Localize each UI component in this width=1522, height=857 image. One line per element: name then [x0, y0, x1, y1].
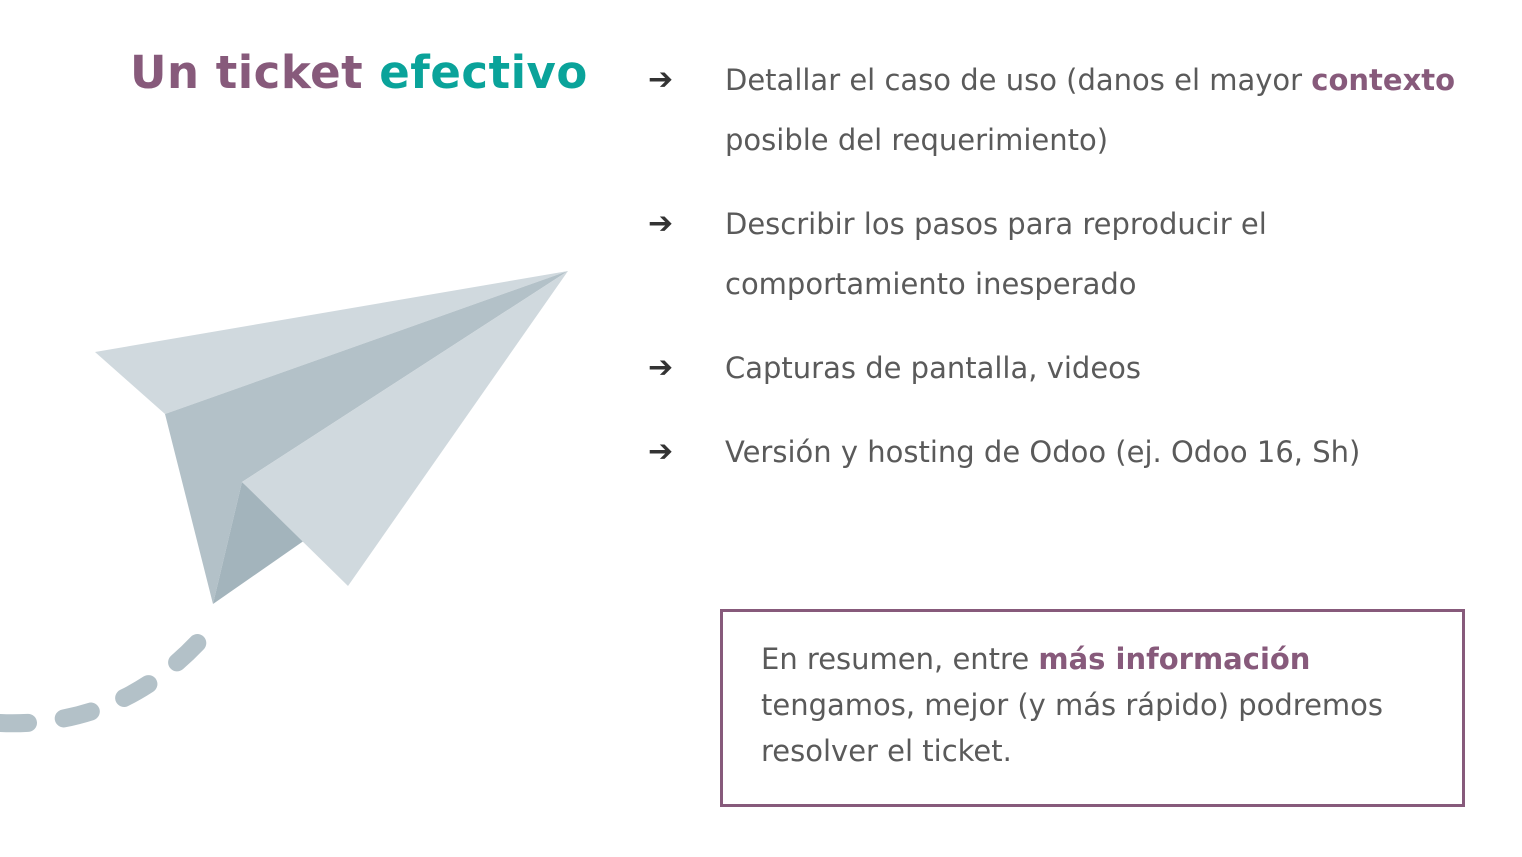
list-item: ➔ Describir los pasos para reproducir el… [648, 194, 1478, 314]
arrow-right-icon: ➔ [648, 434, 674, 469]
summary-text: En resumen, entre [761, 642, 1039, 676]
bullet-list: ➔ Detallar el caso de uso (danos el mayo… [648, 50, 1478, 506]
list-item: ➔ Capturas de pantalla, videos [648, 338, 1478, 398]
bullet-text-after: posible del requerimiento) [725, 123, 1109, 157]
summary-emphasis: más información [1038, 642, 1311, 676]
bullet-text: Describir los pasos para reproducir el c… [725, 207, 1267, 301]
summary-text-after: tengamos, mejor (y más rápido) podremos … [761, 688, 1384, 768]
summary-box: En resumen, entre más información tengam… [720, 609, 1465, 807]
plane-left-wing [95, 271, 568, 414]
list-item: ➔ Detallar el caso de uso (danos el mayo… [648, 50, 1478, 170]
paper-plane-icon [0, 271, 568, 733]
bullet-text: Capturas de pantalla, videos [725, 351, 1142, 385]
bullet-emphasis: contexto [1311, 63, 1456, 97]
arrow-right-icon: ➔ [648, 206, 674, 241]
title-part-2: efectivo [379, 46, 588, 99]
arrow-right-icon: ➔ [648, 62, 674, 97]
list-item: ➔ Versión y hosting de Odoo (ej. Odoo 16… [648, 422, 1478, 482]
arrow-right-icon: ➔ [648, 350, 674, 385]
slide-title: Un ticket efectivo [130, 46, 588, 100]
plane-body [165, 271, 568, 604]
plane-right-wing [242, 271, 568, 586]
plane-trail [0, 629, 211, 733]
bullet-text: Detallar el caso de uso (danos el mayor [725, 63, 1312, 97]
title-part-1: Un ticket [130, 46, 364, 99]
bullet-text: Versión y hosting de Odoo (ej. Odoo 16, … [725, 435, 1361, 469]
plane-shadow [213, 482, 305, 604]
